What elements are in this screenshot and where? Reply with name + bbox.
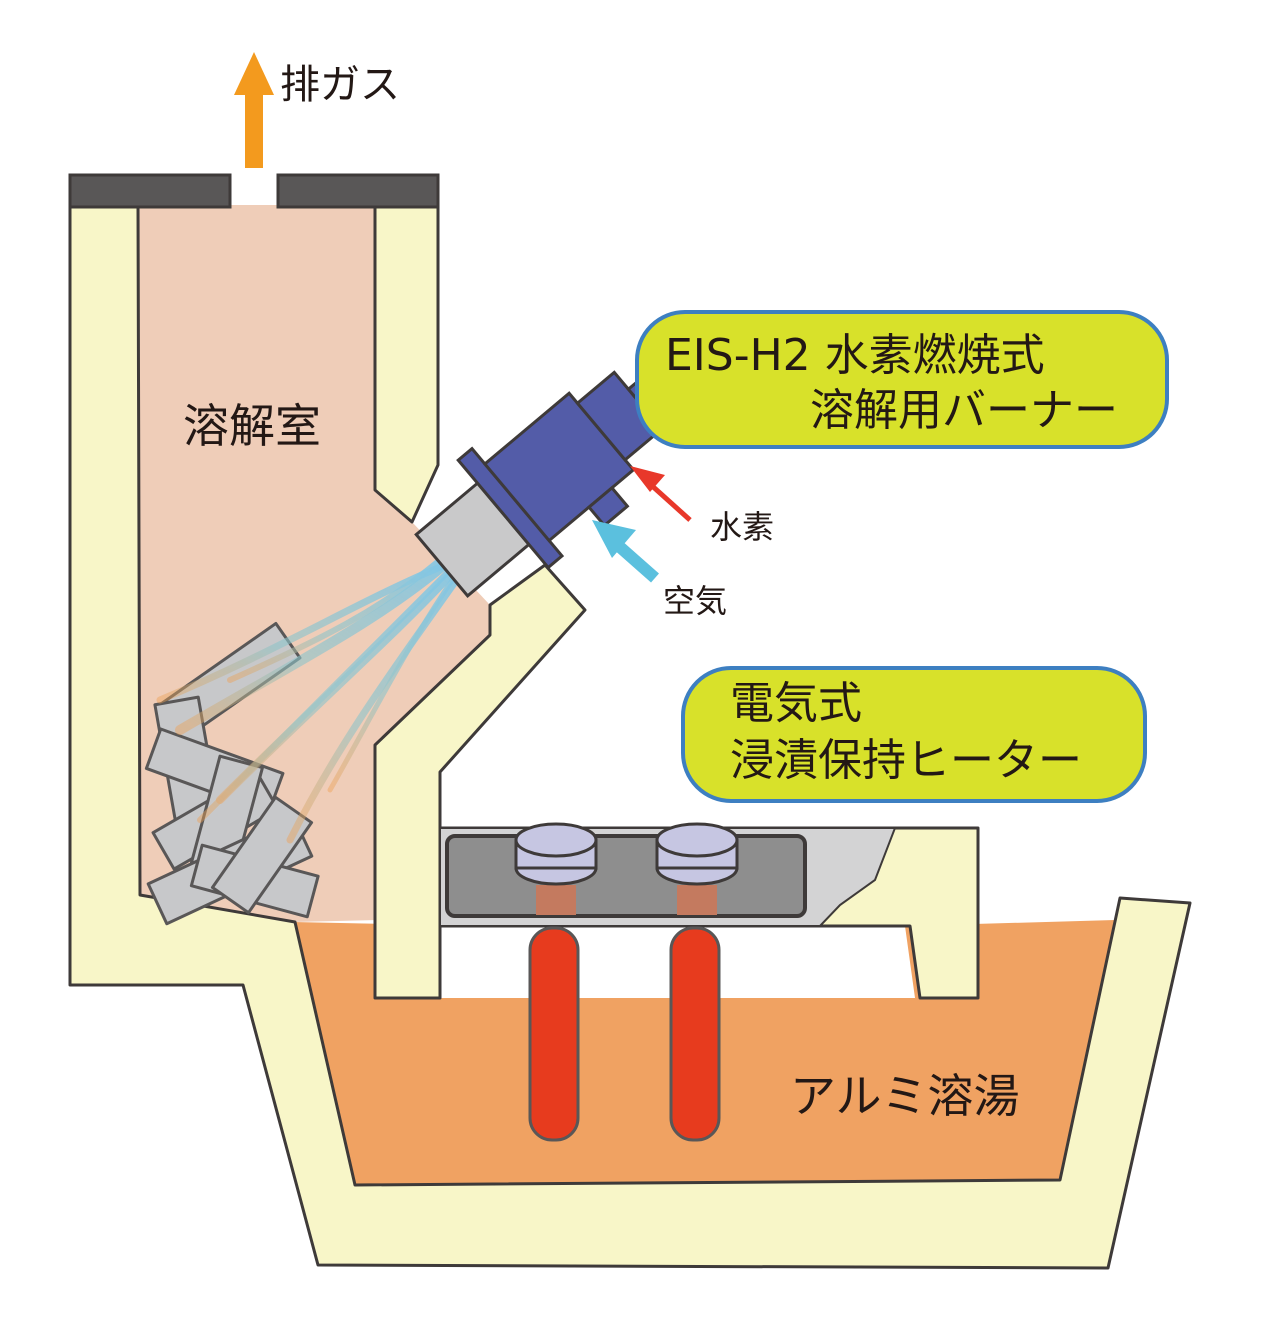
exhaust-arrow-icon [234, 52, 274, 168]
air-arrow-icon [592, 520, 659, 583]
furnace-lid-left [68, 173, 232, 209]
molten-aluminum-label: アルミ溶湯 [790, 1069, 1020, 1123]
burner-callout-line1: EIS-H2 水素燃焼式 [665, 330, 1045, 381]
heater-callout-line2: 浸漬保持ヒーター [730, 735, 1082, 786]
air-label: 空気 [663, 582, 727, 620]
melting-chamber-label: 溶解室 [183, 399, 321, 453]
burner-icon [414, 370, 664, 599]
exhaust-label: 排ガス [280, 62, 400, 108]
flame-icon [156, 555, 464, 844]
chamber-right-wall [373, 203, 440, 524]
burner-callout-line2: 溶解用バーナー [810, 385, 1118, 436]
hydrogen-label: 水素 [710, 508, 774, 546]
heater-callout-line1: 電気式 [730, 678, 862, 729]
scrap-aluminum-icon [144, 621, 320, 926]
burner-callout-box [635, 310, 1169, 449]
heater-callout-box [681, 666, 1147, 803]
furnace-lid-right [276, 173, 440, 209]
melting-chamber-interior [138, 205, 490, 922]
heater-rod-right [655, 822, 739, 1142]
heater-rod-left [514, 822, 598, 1142]
chamber-divider-wall [373, 563, 587, 1000]
hydrogen-arrow-icon [630, 466, 692, 522]
furnace-left-wall [68, 203, 1192, 1270]
